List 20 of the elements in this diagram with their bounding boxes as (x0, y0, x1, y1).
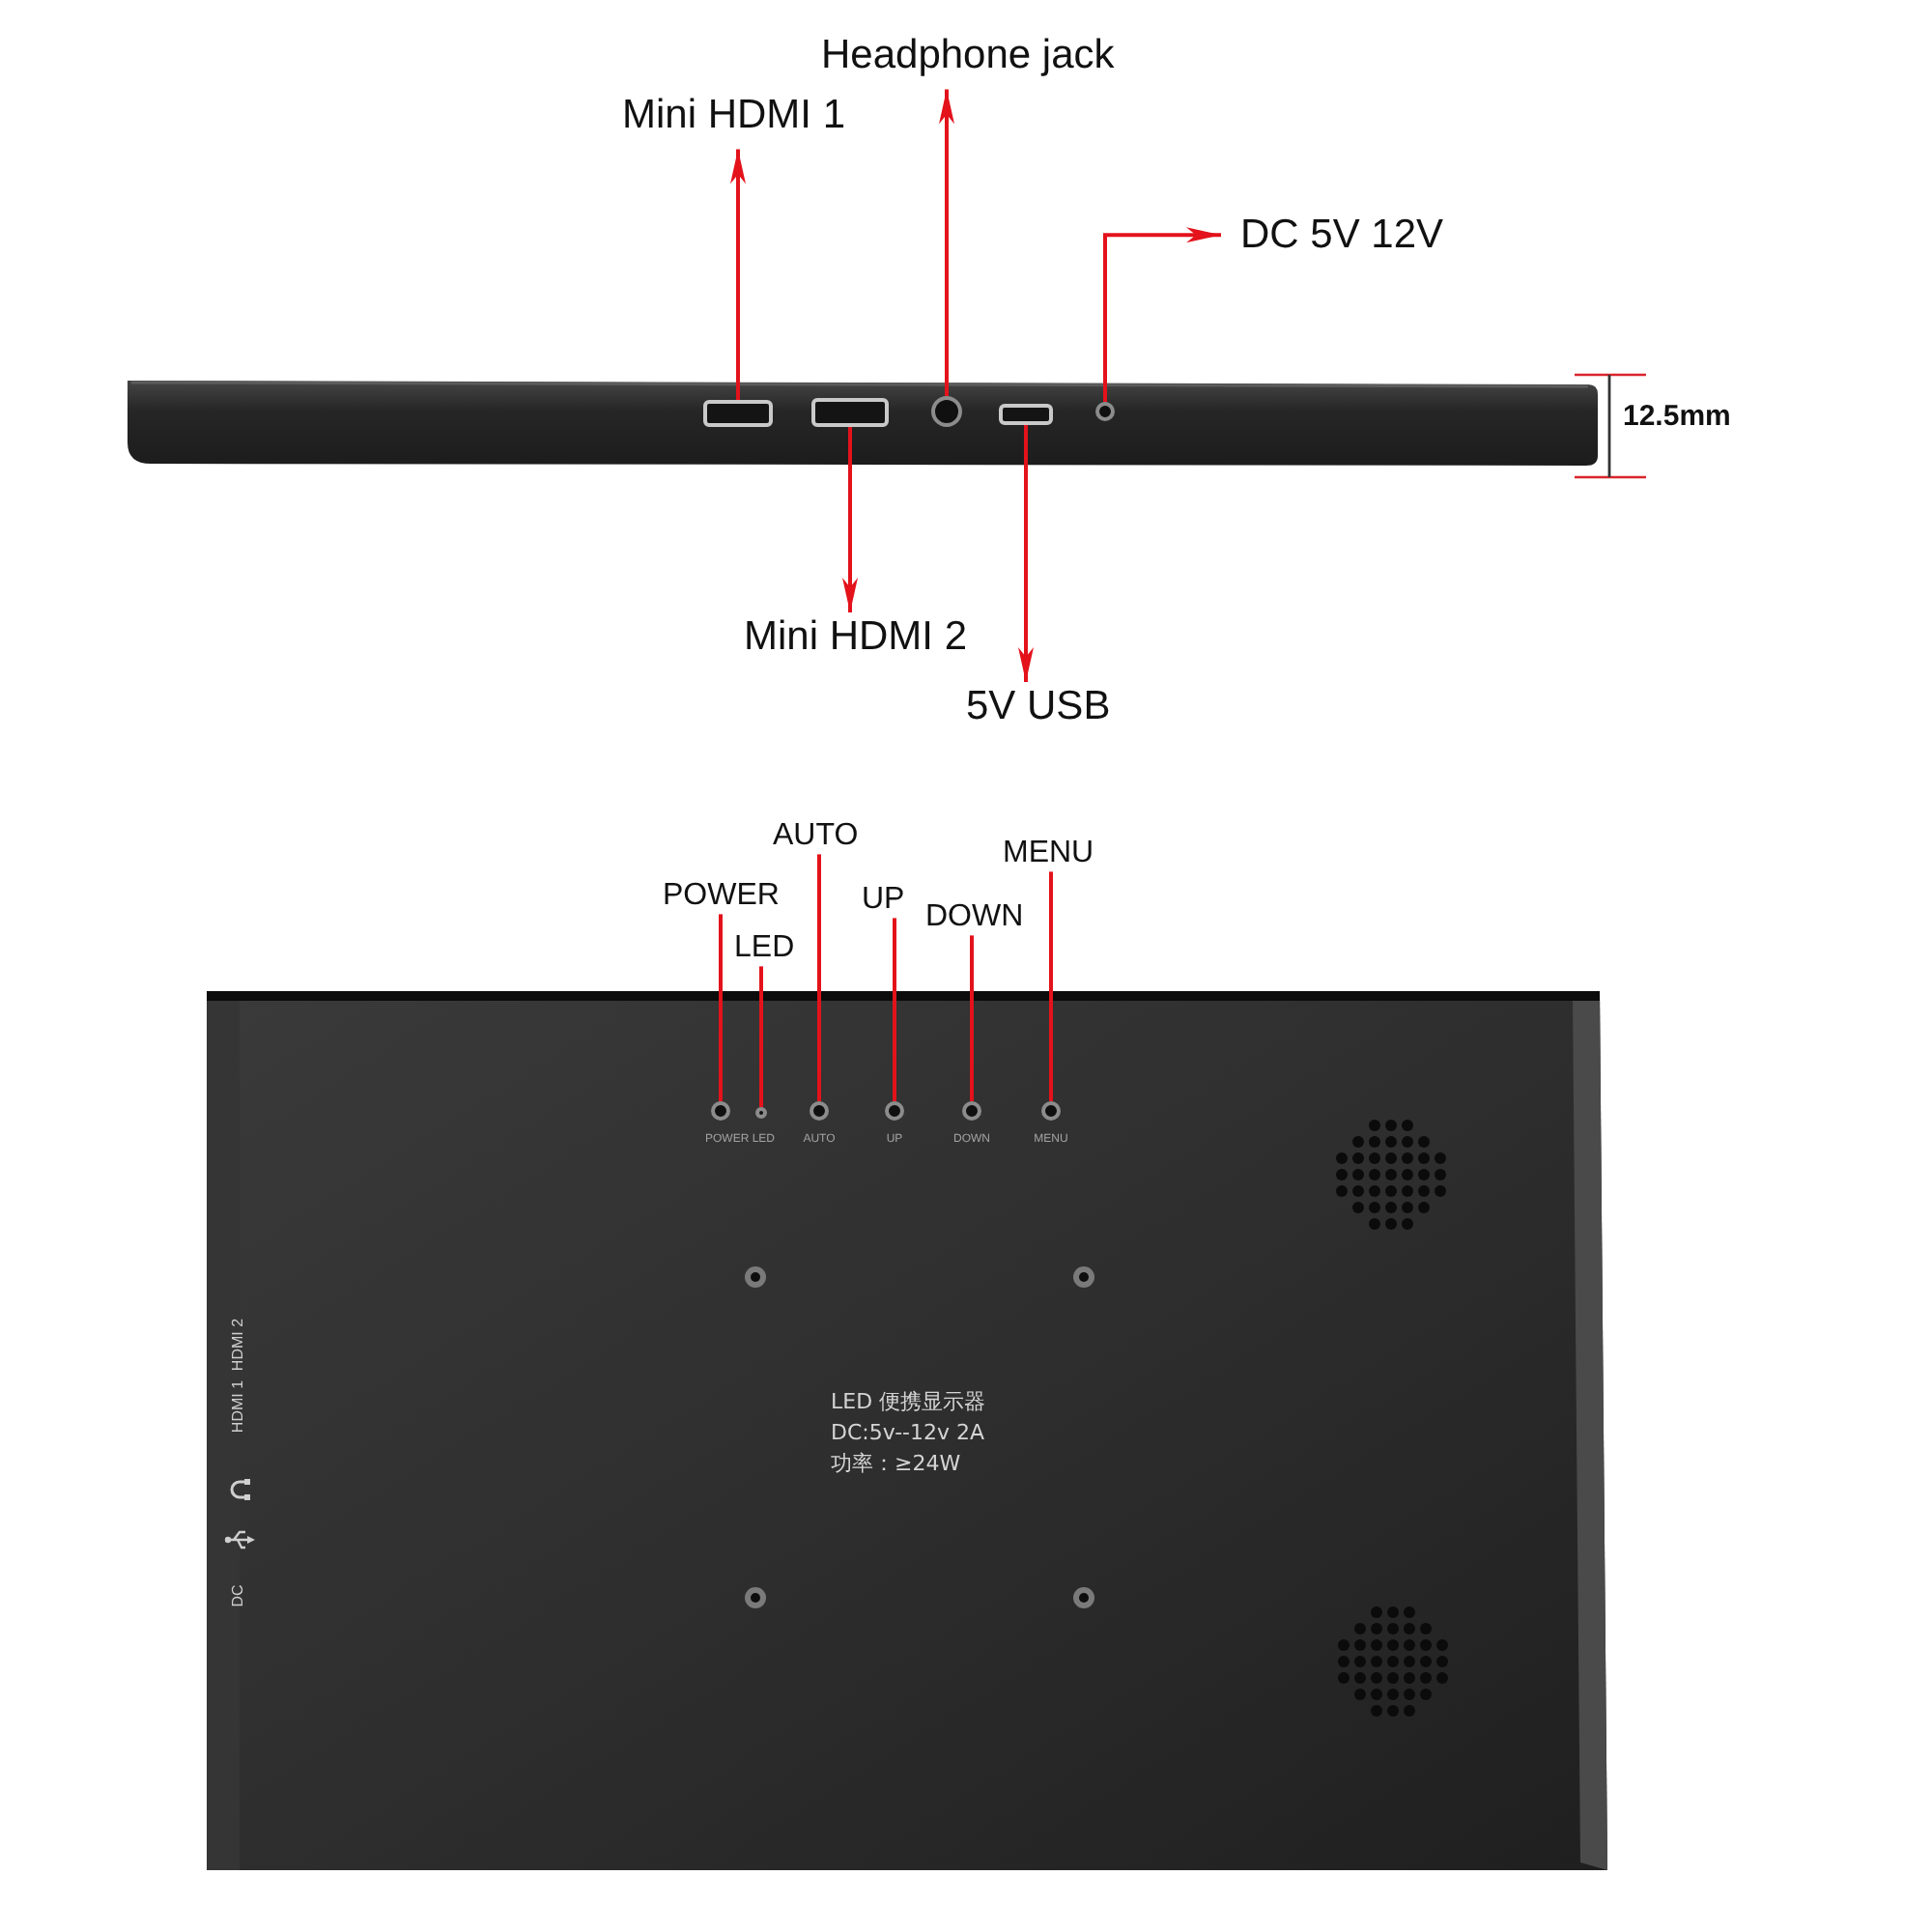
callout-label: UP (862, 881, 905, 919)
callout-label: Mini HDMI 2 (744, 612, 968, 662)
leader-arrow (1103, 227, 1221, 402)
callout-label: POWER (663, 877, 780, 915)
callout-label: Mini HDMI 1 (622, 91, 846, 150)
callout-label: 5V USB (966, 682, 1111, 731)
callout-label: LED (734, 929, 795, 967)
leader-arrow (730, 149, 746, 400)
port-slot (811, 398, 889, 427)
leader-arrow (1018, 425, 1034, 682)
callout-label: Headphone jack (821, 31, 1115, 90)
callout-label: AUTO (773, 817, 859, 855)
dimension-label: 12.5mm (1623, 400, 1731, 435)
callout-label: DOWN (925, 898, 1024, 936)
port-slot (703, 400, 773, 427)
leader-arrow (842, 427, 858, 612)
callout-label: MENU (1003, 835, 1094, 872)
leader-arrow (939, 89, 954, 396)
port-slot (999, 404, 1053, 425)
callout-label: DC 5V 12V (1221, 211, 1444, 260)
